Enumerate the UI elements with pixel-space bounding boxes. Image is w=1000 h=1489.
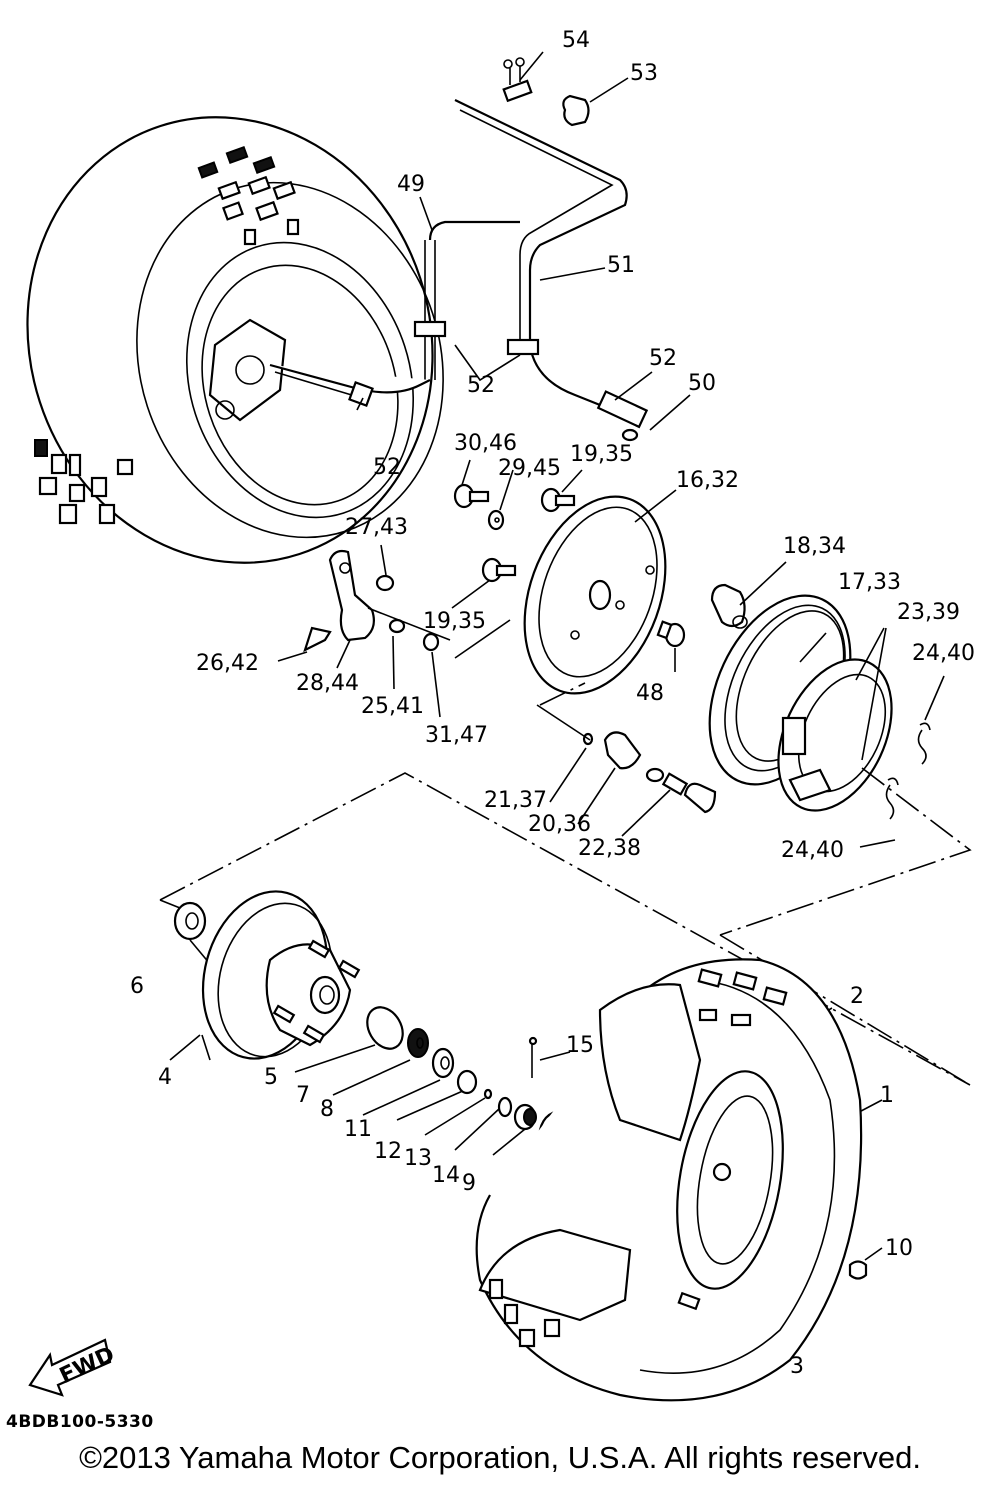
- bolt-48: [656, 620, 686, 648]
- callout-30-46: 30,46: [454, 431, 517, 456]
- shoe-spring-upper: [917, 722, 931, 765]
- callout-51: 51: [607, 253, 635, 278]
- callout-52-a: 52: [467, 373, 495, 398]
- callout-49: 49: [397, 172, 425, 197]
- callout-27-43: 27,43: [345, 515, 408, 540]
- callout-3: 3: [790, 1354, 804, 1379]
- callout-9: 9: [462, 1171, 476, 1196]
- tire-tread: [34, 145, 300, 525]
- callout-labels: 54 53 49 51 52 52 52 50 30,46 29,45 19,3…: [130, 28, 975, 1379]
- callout-20-36: 20,36: [528, 812, 591, 837]
- callout-18-34: 18,34: [783, 534, 846, 559]
- callout-17-33: 17,33: [838, 570, 901, 595]
- callout-54: 54: [562, 28, 590, 53]
- callout-29-45: 29,45: [498, 456, 561, 481]
- callout-24-40-lower: 24,40: [781, 838, 844, 863]
- callout-31-47: 31,47: [425, 723, 488, 748]
- callout-19-35-lower: 19,35: [423, 609, 486, 634]
- callout-26-42: 26,42: [196, 651, 259, 676]
- callout-52-b: 52: [649, 346, 677, 371]
- callout-6: 6: [130, 974, 144, 999]
- wheel-hub: [173, 890, 361, 1060]
- brake-cable-assembly: [269, 99, 649, 429]
- forward-direction-arrow: FWD: [28, 1338, 119, 1397]
- shoe-spring-lower: [885, 777, 899, 820]
- callout-48: 48: [636, 681, 664, 706]
- brake-cam: [710, 583, 748, 629]
- callout-5: 5: [264, 1065, 278, 1090]
- copyright-notice: ©2013 Yamaha Motor Corporation, U.S.A. A…: [79, 1440, 921, 1475]
- camshaft-lever: [303, 549, 451, 653]
- callout-11: 11: [344, 1117, 372, 1142]
- callout-12: 12: [374, 1139, 402, 1164]
- callout-28-44: 28,44: [296, 671, 359, 696]
- callout-1: 1: [880, 1083, 894, 1108]
- bolt-19-35-lower: [481, 557, 517, 583]
- adjuster-body: [582, 731, 717, 814]
- callout-22-38: 22,38: [578, 836, 641, 861]
- upper-wheel-tire: [26, 116, 444, 564]
- bolt-19-35-upper: [540, 487, 576, 513]
- callout-14: 14: [432, 1163, 460, 1188]
- cable-clamp-53: [562, 94, 590, 127]
- brake-panel: [523, 495, 667, 695]
- callout-16-32: 16,32: [676, 468, 739, 493]
- callout-50: 50: [688, 371, 716, 396]
- exploded-parts-diagram: FWD 54 53 49 51 52 52 52 50 30,46 29,45 …: [26, 28, 975, 1402]
- callout-52-c: 52: [373, 455, 401, 480]
- callout-15: 15: [566, 1033, 594, 1058]
- callout-7: 7: [296, 1083, 310, 1108]
- callout-25-41: 25,41: [361, 694, 424, 719]
- cotter-pin-50: [621, 428, 639, 442]
- lower-wheel-tire: [475, 958, 868, 1402]
- cable-clip-54: [502, 57, 533, 103]
- callout-21-37: 21,37: [484, 788, 547, 813]
- callout-24-40-upper: 24,40: [912, 641, 975, 666]
- callout-23-39: 23,39: [897, 600, 960, 625]
- callout-53: 53: [630, 61, 658, 86]
- callout-2: 2: [850, 984, 864, 1009]
- callout-19-35-upper: 19,35: [570, 442, 633, 467]
- callout-8: 8: [320, 1097, 334, 1122]
- callout-4: 4: [158, 1065, 172, 1090]
- bolt-30-46: [453, 483, 490, 509]
- lower-tire-tread: [488, 968, 788, 1348]
- diagram-part-code: 4BDB100-5330: [6, 1412, 154, 1432]
- callout-10: 10: [885, 1236, 913, 1261]
- brake-shoes: [777, 658, 893, 812]
- callout-13: 13: [404, 1146, 432, 1171]
- washer-29-45: [487, 509, 505, 531]
